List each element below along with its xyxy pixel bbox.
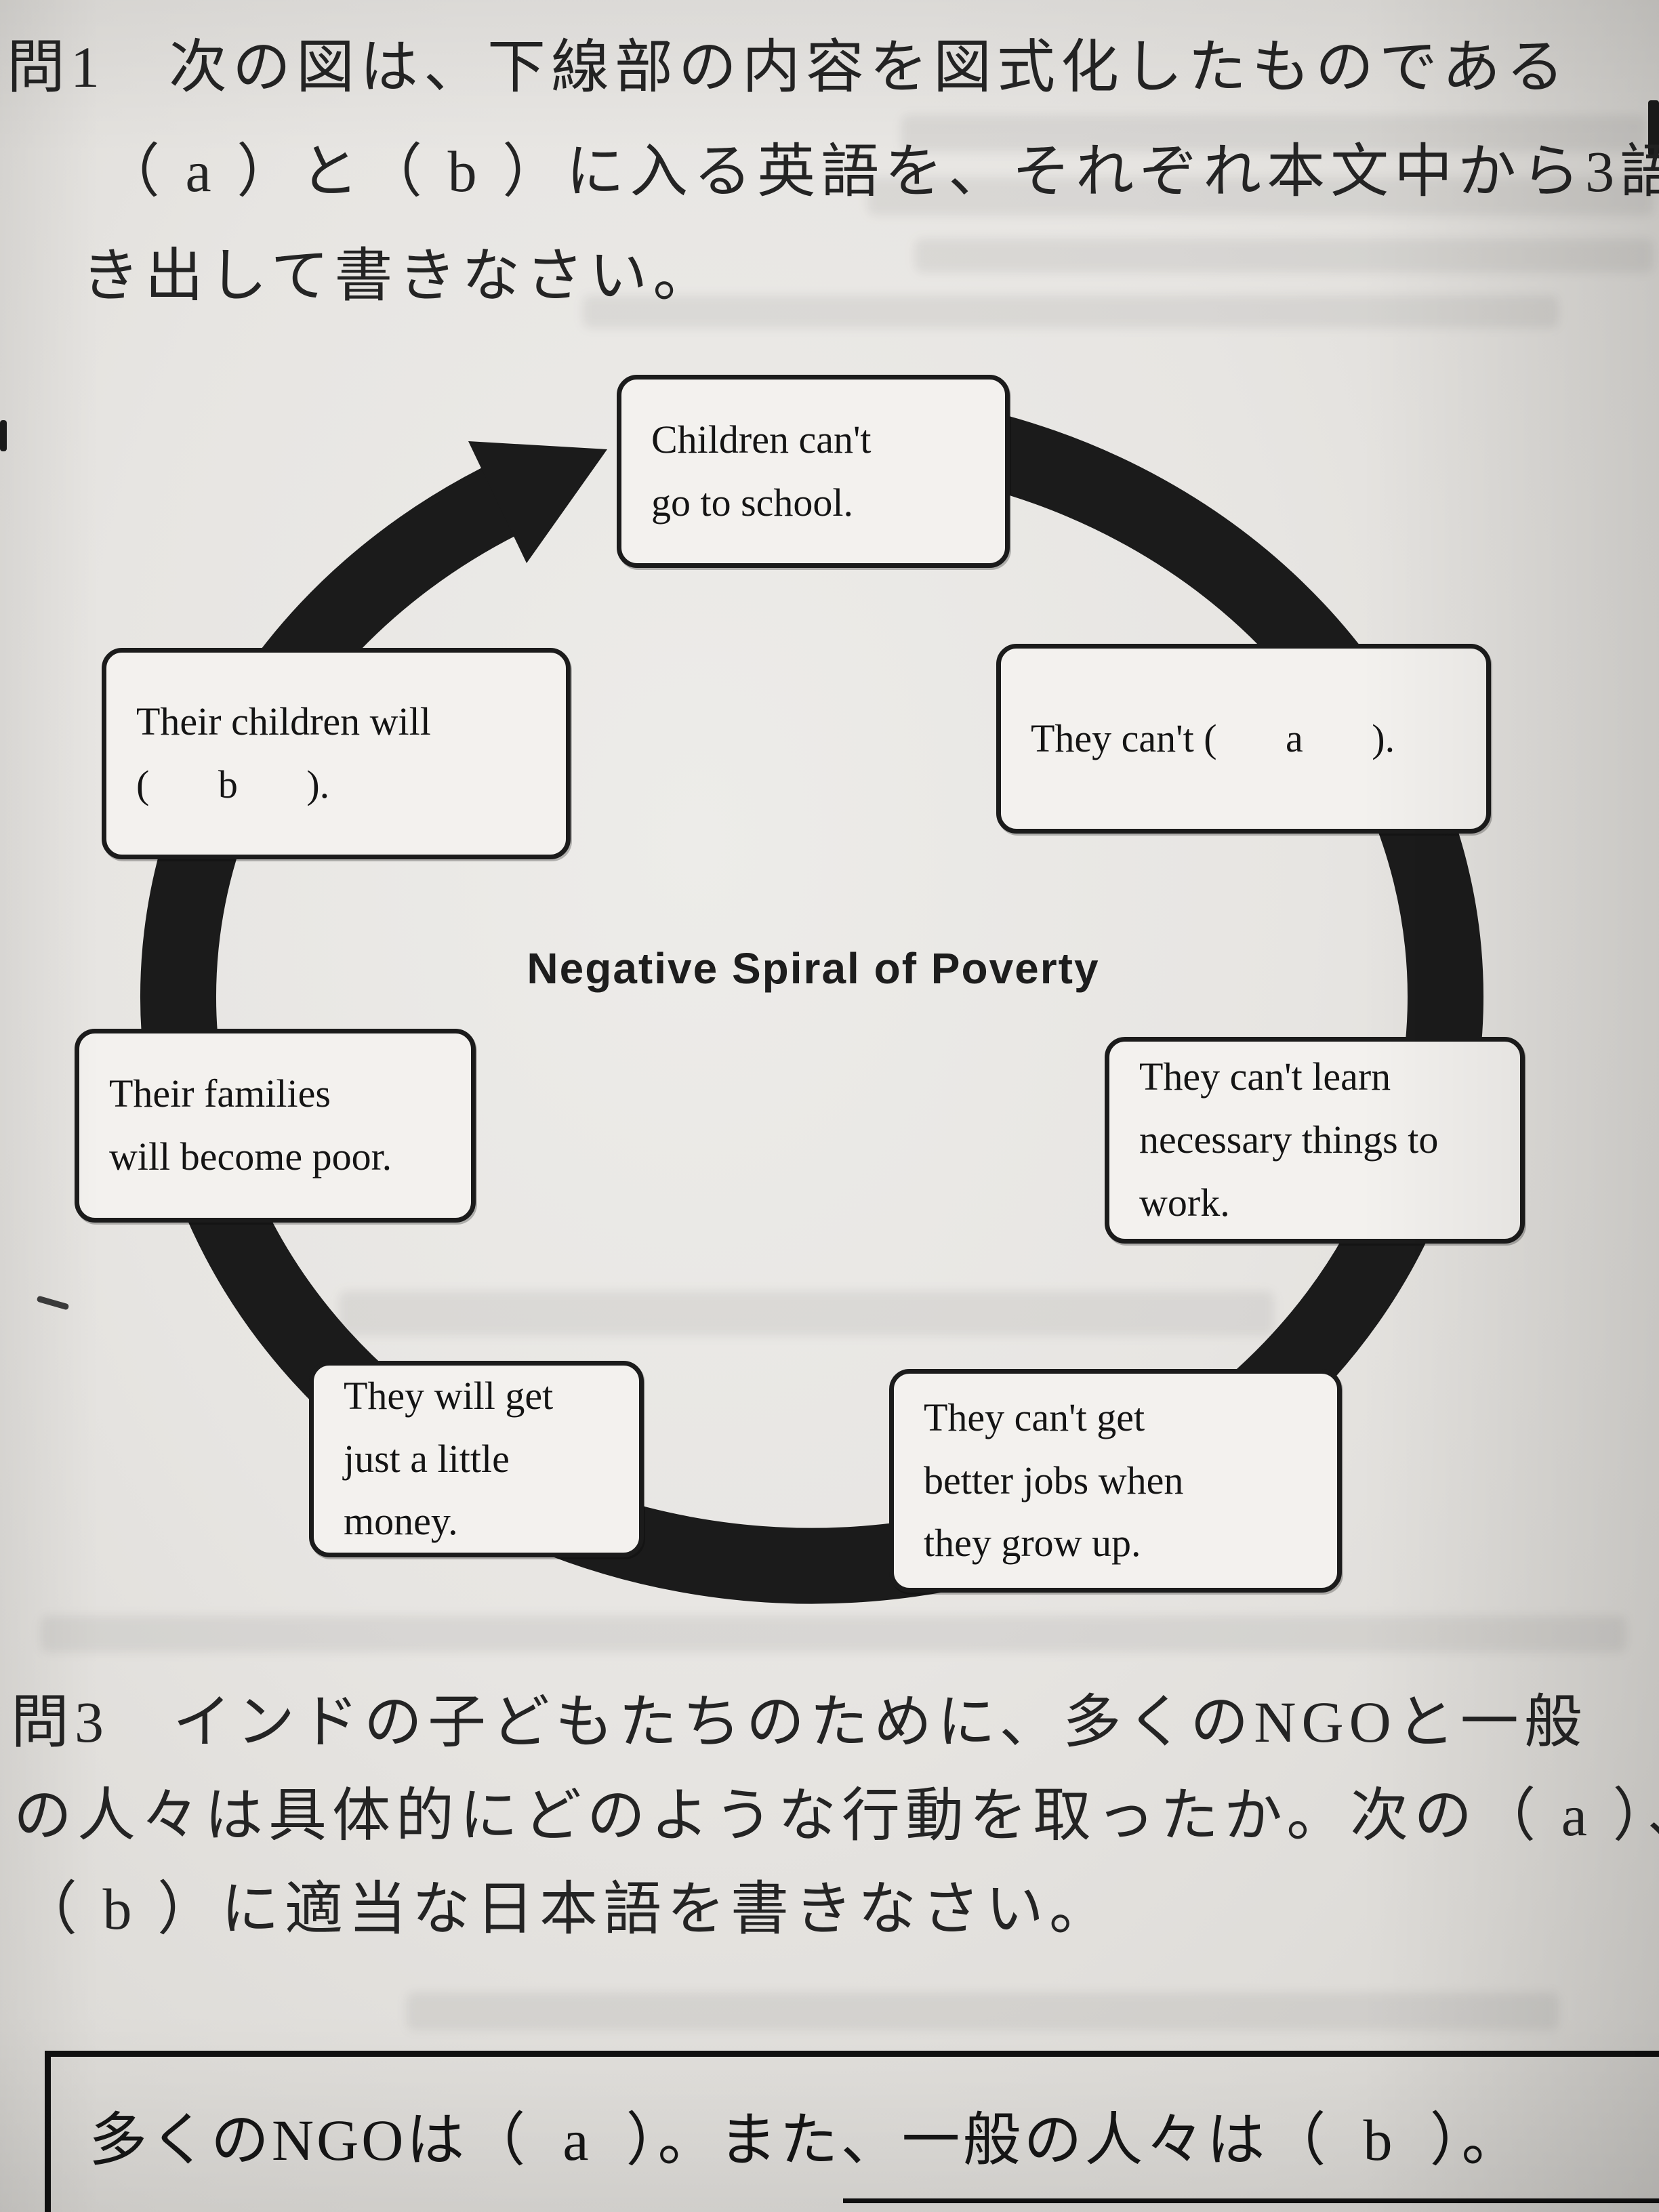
question3-line-3: （ b ）に適当な日本語を書きなさい。 — [19, 1877, 1113, 1942]
diagram-node-left-upper: Their children will ( b ). — [102, 648, 571, 859]
node-text-line: just a little — [344, 1436, 510, 1481]
answer-box: 多くのNGOは（ a ）。また、一般の人々は（ b ）。 — [45, 2051, 1659, 2212]
node-text-line: They can't learn — [1139, 1054, 1391, 1099]
node-text-line: they grow up. — [924, 1521, 1141, 1565]
diagram-node-bottom-left: They will get just a little money. — [309, 1361, 644, 1557]
node-text-line: will become poor. — [109, 1134, 392, 1179]
node-text-line: work. — [1139, 1180, 1230, 1225]
diagram-node-left-lower: Their families will become poor. — [75, 1029, 476, 1223]
answer-box-text: 多くのNGOは（ a ）。また、一般の人々は（ b ）。 — [89, 2108, 1523, 2173]
node-text-line: ( b ). — [136, 762, 330, 806]
node-text-line: They will get — [344, 1373, 554, 1418]
node-text-line: go to school. — [651, 480, 854, 525]
node-text-line: better jobs when — [924, 1458, 1184, 1502]
node-text-line: They can't ( a ). — [1031, 716, 1395, 760]
diagram-title: Negative Spiral of Poverty — [527, 944, 1100, 993]
node-text-line: Their children will — [136, 699, 431, 744]
diagram-node-right-lower: They can't learn necessary things to wor… — [1105, 1037, 1525, 1244]
node-text-line: They can't get — [924, 1395, 1145, 1439]
arrowhead-icon — [468, 441, 607, 563]
answer-box-inner-rule — [843, 2198, 1659, 2203]
diagram-node-top: Children can't go to school. — [617, 375, 1010, 568]
question1-line-3: き出して書きなさい。 — [81, 243, 717, 308]
edge-smudge — [0, 420, 7, 451]
diagram-node-bottom-right: They can't get better jobs when they gro… — [889, 1369, 1342, 1593]
question1-line-2: （ a ）と（ b ）に入る英語を、それぞれ本文中から3語で抜 — [102, 139, 1659, 204]
diagram-node-right-upper: They can't ( a ). — [996, 644, 1491, 834]
question1-line-1: 問1 次の図は、下線部の内容を図式化したものである — [7, 35, 1570, 100]
question3-line-1: 問3 インドの子どもたちのために、多くのNGOと一般 — [11, 1689, 1588, 1755]
question3-line-2: の人々は具体的にどのような行動を取ったか。次の（ a ）、 — [14, 1783, 1659, 1848]
node-text-line: Children can't — [651, 417, 872, 462]
node-text-line: necessary things to — [1139, 1118, 1439, 1162]
node-text-line: money. — [344, 1499, 458, 1544]
node-text-line: Their families — [109, 1071, 331, 1116]
edge-smudge — [1648, 100, 1659, 156]
